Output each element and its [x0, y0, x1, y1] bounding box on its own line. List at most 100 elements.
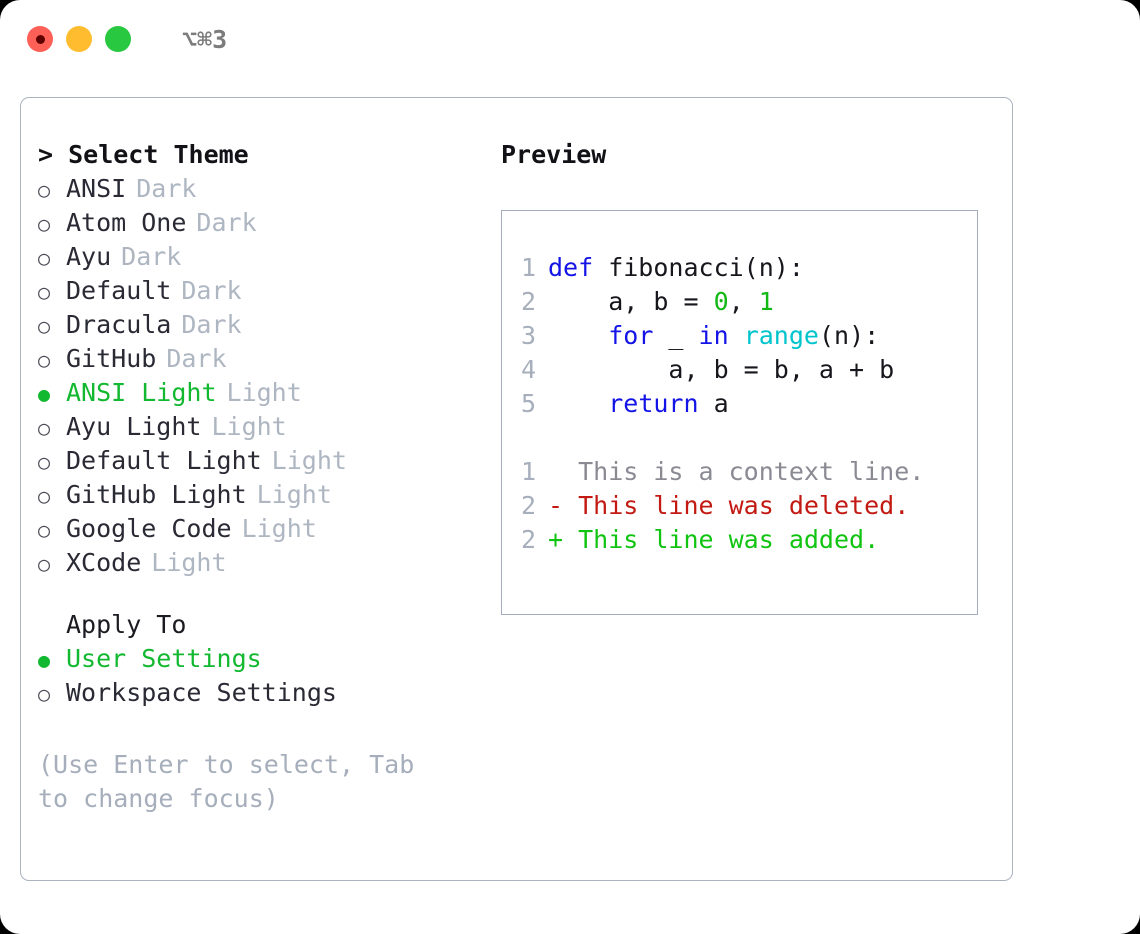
code-token-plain: a [698, 389, 729, 418]
window-controls [27, 26, 131, 52]
code-token-plain [729, 321, 744, 350]
code-token-plain [548, 389, 608, 418]
code-token-num: 0 [713, 287, 729, 316]
radio-unselected-icon: ○ [38, 552, 51, 576]
close-button[interactable] [27, 26, 53, 52]
radio-unselected-icon: ○ [38, 314, 51, 338]
maximize-button[interactable] [105, 26, 131, 52]
theme-option-label: Atom One [66, 208, 187, 237]
theme-option-tag: Light [256, 480, 332, 509]
diff-line-content: This line was added. [563, 525, 880, 554]
radio-unselected-icon: ○ [38, 212, 51, 236]
theme-option-ayu-light[interactable]: ○ Ayu Light Light [38, 410, 478, 444]
theme-option-label: Default [66, 276, 172, 305]
radio-unselected-icon: ○ [38, 518, 51, 542]
theme-option-tag: Dark [181, 310, 242, 339]
code-line: 4 a, b = b, a + b [502, 353, 977, 387]
theme-option-google-code[interactable]: ○ Google Code Light [38, 512, 478, 546]
code-token-kw: for [608, 321, 654, 350]
code-line-content: a, b = 0, 1 [548, 285, 774, 319]
theme-option-label: GitHub [66, 344, 157, 373]
code-token-kw: return [608, 389, 699, 418]
theme-option-tag: Light [211, 412, 287, 441]
code-token-plain: _ [653, 321, 699, 350]
radio-selected-icon: ● [38, 648, 51, 672]
line-number: 1 [520, 457, 536, 486]
theme-option-default[interactable]: ○ Default Dark [38, 274, 478, 308]
code-line: 3 for _ in range(n): [502, 319, 977, 353]
code-line-content: for _ in range(n): [548, 319, 879, 353]
theme-option-label: Default Light [66, 446, 262, 475]
radio-unselected-icon: ○ [38, 484, 51, 508]
apply-to-option-label: Workspace Settings [66, 678, 337, 707]
theme-option-tag: Dark [136, 174, 197, 203]
code-line: 5 return a [502, 387, 977, 421]
theme-option-label: Dracula [66, 310, 172, 339]
code-line: 2 a, b = 0, 1 [502, 285, 977, 319]
theme-option-label: Ayu Light [66, 412, 202, 441]
radio-selected-icon: ● [38, 382, 51, 406]
theme-option-tag: Dark [121, 242, 182, 271]
theme-option-label: Google Code [66, 514, 232, 543]
line-number: 3 [520, 321, 536, 350]
code-token-plain: a, b = [548, 287, 714, 316]
code-line-content: return a [548, 387, 729, 421]
diff-line: 1 This is a context line. [502, 455, 977, 489]
line-number: 1 [520, 253, 536, 282]
theme-option-label: Ayu [66, 242, 112, 271]
radio-unselected-icon: ○ [38, 682, 51, 706]
theme-option-github-light[interactable]: ○ GitHub Light Light [38, 478, 478, 512]
theme-option-tag: Light [241, 514, 317, 543]
select-theme-heading: > Select Theme [38, 140, 249, 169]
code-token-plain: (n): [818, 321, 880, 350]
diff-sample: 1 This is a context line.2- This line wa… [502, 455, 977, 557]
minimize-button[interactable] [66, 26, 92, 52]
theme-option-tag: Light [271, 446, 347, 475]
code-line-content: def fibonacci(n): [548, 251, 804, 285]
spacer [38, 580, 478, 608]
apply-to-option-workspace-settings[interactable]: ○ Workspace Settings [38, 676, 478, 710]
apply-to-list: ●User Settings ○ Workspace Settings [38, 642, 478, 710]
code-token-num: 1 [758, 287, 774, 316]
line-number: 2 [520, 491, 536, 520]
code-token-plain: , [728, 287, 759, 316]
theme-option-label: GitHub Light [66, 480, 247, 509]
diff-sign: + [548, 525, 564, 554]
radio-unselected-icon: ○ [38, 416, 51, 440]
theme-option-tag: Dark [181, 276, 242, 305]
line-number: 2 [520, 525, 536, 554]
diff-sign: - [548, 491, 564, 520]
diff-line-content: This is a context line. [563, 457, 925, 486]
code-token-kw: in [698, 321, 729, 350]
spacer [502, 421, 977, 455]
theme-option-tag: Light [151, 548, 227, 577]
theme-option-default-light[interactable]: ○ Default Light Light [38, 444, 478, 478]
code-token-kw: def [548, 253, 594, 282]
diff-sign [548, 455, 563, 489]
line-number: 5 [520, 389, 536, 418]
theme-option-tag: Light [226, 378, 302, 407]
theme-option-tag: Dark [166, 344, 227, 373]
apply-to-option-user-settings[interactable]: ●User Settings [38, 642, 478, 676]
keyboard-shortcut-label: ⌥⌘3 [182, 24, 228, 54]
diff-line: 2 + This line was added. [502, 523, 977, 557]
keyboard-hint: (Use Enter to select, Tab to change focu… [38, 750, 415, 813]
radio-unselected-icon: ○ [38, 450, 51, 474]
code-line-content: a, b = b, a + b [548, 353, 894, 387]
radio-unselected-icon: ○ [38, 178, 51, 202]
code-token-plain: a, b = b, a + b [548, 355, 895, 384]
theme-option-dracula[interactable]: ○ Dracula Dark [38, 308, 478, 342]
radio-unselected-icon: ○ [38, 280, 51, 304]
